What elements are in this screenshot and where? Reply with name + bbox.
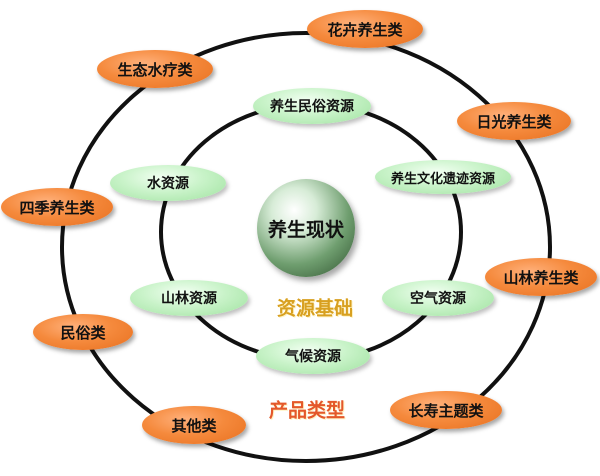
inner-node-forest: 山林资源 (130, 280, 248, 316)
outer-node-label: 其他类 (171, 416, 217, 435)
inner-node-water: 水资源 (110, 165, 226, 201)
outer-node-mountain-forest: 山林养生类 (485, 258, 597, 296)
inner-node-air: 空气资源 (382, 280, 494, 316)
inner-node-climate: 气候资源 (256, 338, 370, 374)
inner-node-label: 气候资源 (285, 349, 341, 365)
outer-node-other: 其他类 (142, 406, 246, 444)
inner-node-label: 养生文化遗迹资源 (390, 171, 495, 187)
outer-node-folk: 民俗类 (33, 314, 133, 350)
outer-ring-label: 产品类型 (268, 399, 346, 422)
outer-node-label: 长寿主题类 (408, 401, 484, 420)
outer-node-label: 山林养生类 (503, 268, 579, 287)
inner-node-label: 空气资源 (410, 291, 466, 307)
outer-ring (60, 31, 552, 463)
inner-ring-label: 资源基础 (276, 297, 354, 320)
inner-node-label: 水资源 (147, 176, 189, 192)
outer-node-label: 四季养生类 (19, 198, 95, 217)
outer-node-sunlight: 日光养生类 (457, 102, 571, 140)
inner-node-folk-customs: 养生民俗资源 (253, 88, 371, 124)
outer-node-label: 日光养生类 (476, 112, 552, 131)
outer-node-label: 民俗类 (60, 323, 106, 342)
inner-node-label: 养生民俗资源 (270, 99, 354, 115)
outer-node-longevity: 长寿主题类 (390, 391, 502, 429)
outer-node-eco-hydrotherapy: 生态水疗类 (97, 50, 213, 88)
center-node: 养生现状 (257, 179, 355, 277)
outer-node-label: 生态水疗类 (117, 60, 193, 79)
outer-node-four-seasons: 四季养生类 (1, 188, 113, 226)
outer-node-label: 花卉养生类 (327, 20, 403, 39)
outer-node-flowers: 花卉养生类 (307, 10, 423, 48)
inner-node-label: 山林资源 (161, 291, 217, 307)
inner-node-cultural-relics: 养生文化遗迹资源 (375, 160, 511, 194)
center-label: 养生现状 (267, 218, 344, 241)
